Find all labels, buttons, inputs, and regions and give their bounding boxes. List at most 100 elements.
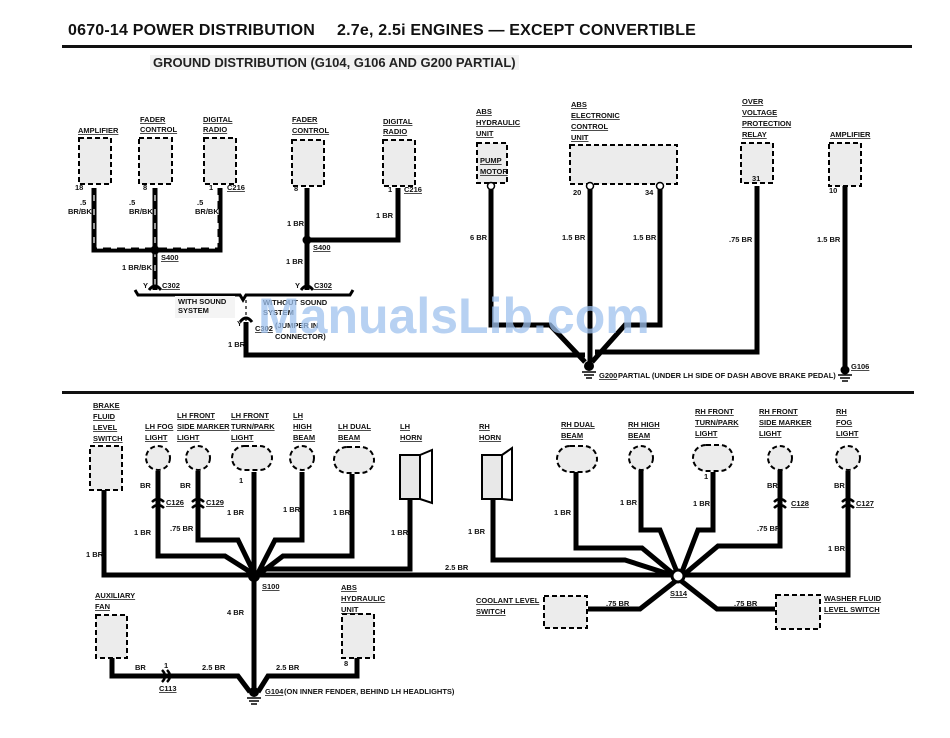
pin-c113: 1 (164, 661, 168, 670)
wire-label-lh-horn: 1 BR (391, 528, 409, 537)
splice-s400-b (302, 235, 312, 245)
label-abs-hyd-a: ABS (476, 107, 492, 116)
component-lh-turn-park (231, 445, 273, 471)
watermark-text: ManualsLib.com (258, 288, 650, 344)
connector-c302-b: C302 (314, 281, 332, 290)
label-abs-hyd-c: UNIT (476, 129, 494, 138)
label-lh-horn-a: LH (400, 422, 410, 431)
wire-bottom-rh-fog: 1 BR (828, 544, 846, 553)
label-rh-turn-a: RH FRONT (695, 407, 734, 416)
connector-c302-c-icon (238, 316, 254, 323)
wire-brake-fluid-s100 (101, 490, 680, 578)
label-amplifier-1: AMPLIFIER (78, 126, 119, 135)
component-ovp-relay (740, 142, 774, 184)
label-rh-horn-b: HORN (479, 433, 501, 442)
label-lh-turn-b: TURN/PARK (231, 422, 275, 431)
wire-label-lh-dual: 1 BR (333, 508, 351, 517)
connector-c126-icon (151, 497, 165, 509)
wire-s114-coolant (588, 578, 679, 612)
label-amplifier-2: AMPLIFIER (830, 130, 871, 139)
wire-lh-high-s100 (254, 472, 305, 577)
label-rh-horn-a: RH (479, 422, 490, 431)
wire-label-rh-horn: 1 BR (468, 527, 486, 536)
label-abs-ecu-b: ELECTRONIC (571, 111, 620, 120)
pin-c302-a: Y (143, 281, 148, 290)
wire-bottom-lh-fog: 1 BR (134, 528, 152, 537)
label-rh-fog-a: RH (836, 407, 847, 416)
wire-c302-g200 (243, 322, 585, 358)
label-rh-marker-a: RH FRONT (759, 407, 798, 416)
label-lh-fog-a: LH FOG (145, 422, 173, 431)
wire-label-s400-b: 1 BR (286, 257, 304, 266)
connector-c128: C128 (791, 499, 809, 508)
component-amplifier-1 (78, 137, 112, 185)
connector-c129-icon (191, 497, 205, 509)
wire-label-ovp: .75 BR (729, 235, 753, 244)
splice-s114 (670, 568, 686, 584)
label-lh-dual-b: BEAM (338, 433, 360, 442)
component-digital-radio-1 (203, 137, 237, 185)
wire-label-lh-high: 1 BR (283, 505, 301, 514)
label-lh-marker-b: SIDE MARKER (177, 422, 230, 431)
connector-c113-icon (161, 669, 172, 683)
component-abs-hydraulic-unit-2 (341, 613, 375, 659)
wire-top-lh-fog: BR (140, 481, 151, 490)
label-without-sound-b: SYSTEM (263, 308, 294, 317)
wire-size-amp1: .5 (80, 198, 86, 207)
wire-label-abs-ecu-34: 1.5 BR (633, 233, 657, 242)
label-rh-high-a: RH HIGH (628, 420, 660, 429)
connector-c302-a: C302 (162, 281, 180, 290)
label-abs-ecu-d: UNIT (571, 133, 589, 142)
wire-size-radio1: .5 (197, 198, 203, 207)
section-divider (62, 391, 914, 394)
wire-lh-dual-s100 (256, 474, 355, 577)
wire-label-washer: .75 BR (734, 599, 758, 608)
wire-bottom-lh-marker: .75 BR (170, 524, 194, 533)
component-rh-side-marker (767, 445, 793, 471)
title-divider (62, 45, 912, 48)
component-rh-fog-light (835, 445, 861, 471)
label-lh-fog-b: LIGHT (145, 433, 168, 442)
pin-lh-turn: 1 (239, 476, 243, 485)
label-ovp-d: RELAY (742, 130, 767, 139)
label-abs-hyd2-a: ABS (341, 583, 357, 592)
label-fader-2-b: CONTROL (292, 126, 329, 135)
label-ovp-c: PROTECTION (742, 119, 791, 128)
component-lh-side-marker (185, 445, 211, 471)
document-title: 0670-14 POWER DISTRIBUTION (68, 22, 316, 39)
label-radio-2-b: RADIO (383, 127, 407, 136)
pin-abs-ecu-34 (655, 181, 665, 191)
splice-s400-a (150, 245, 160, 255)
pin-fader-1: 8 (143, 183, 147, 192)
wire-abs-ecu-34 (590, 186, 663, 364)
label-lh-turn-a: LH FRONT (231, 411, 269, 420)
ground-label-g104: G104 (265, 687, 284, 696)
pin-abs-ecu-20 (585, 181, 595, 191)
ground-label-g200: G200 (599, 371, 617, 380)
label-washer-a: WASHER FLUID (824, 594, 882, 603)
component-washer-fluid-switch (775, 594, 821, 630)
label-pump-b: MOTOR (480, 167, 508, 176)
label-brake-a: BRAKE (93, 401, 120, 410)
component-abs-ecu (569, 144, 678, 185)
label-ovp-a: OVER (742, 97, 764, 106)
wire-label-rh-turn: 1 BR (693, 499, 711, 508)
wire-color-radio1: BR/BK (195, 207, 219, 216)
wire-s114-washer (678, 578, 775, 612)
pin-radio-2: 1 (388, 185, 392, 194)
pin-c302-c: Y (237, 319, 242, 328)
component-coolant-level-switch (543, 595, 588, 629)
ground-g106-icon (838, 365, 852, 382)
wire-label-brake: 1 BR (86, 550, 104, 559)
wire-rh-dual-s114 (573, 472, 679, 579)
label-lh-marker-c: LIGHT (177, 433, 200, 442)
component-auxiliary-fan (95, 614, 128, 659)
connector-c216-b: C216 (404, 185, 422, 194)
label-aux-fan-a: AUXILIARY (95, 591, 135, 600)
ground-g200-icon (582, 361, 596, 379)
label-rh-fog-c: LIGHT (836, 429, 859, 438)
label-radio-2-a: DIGITAL (383, 117, 413, 126)
component-rh-high-beam (628, 445, 654, 471)
wire-rh-fog-s114 (682, 471, 851, 578)
